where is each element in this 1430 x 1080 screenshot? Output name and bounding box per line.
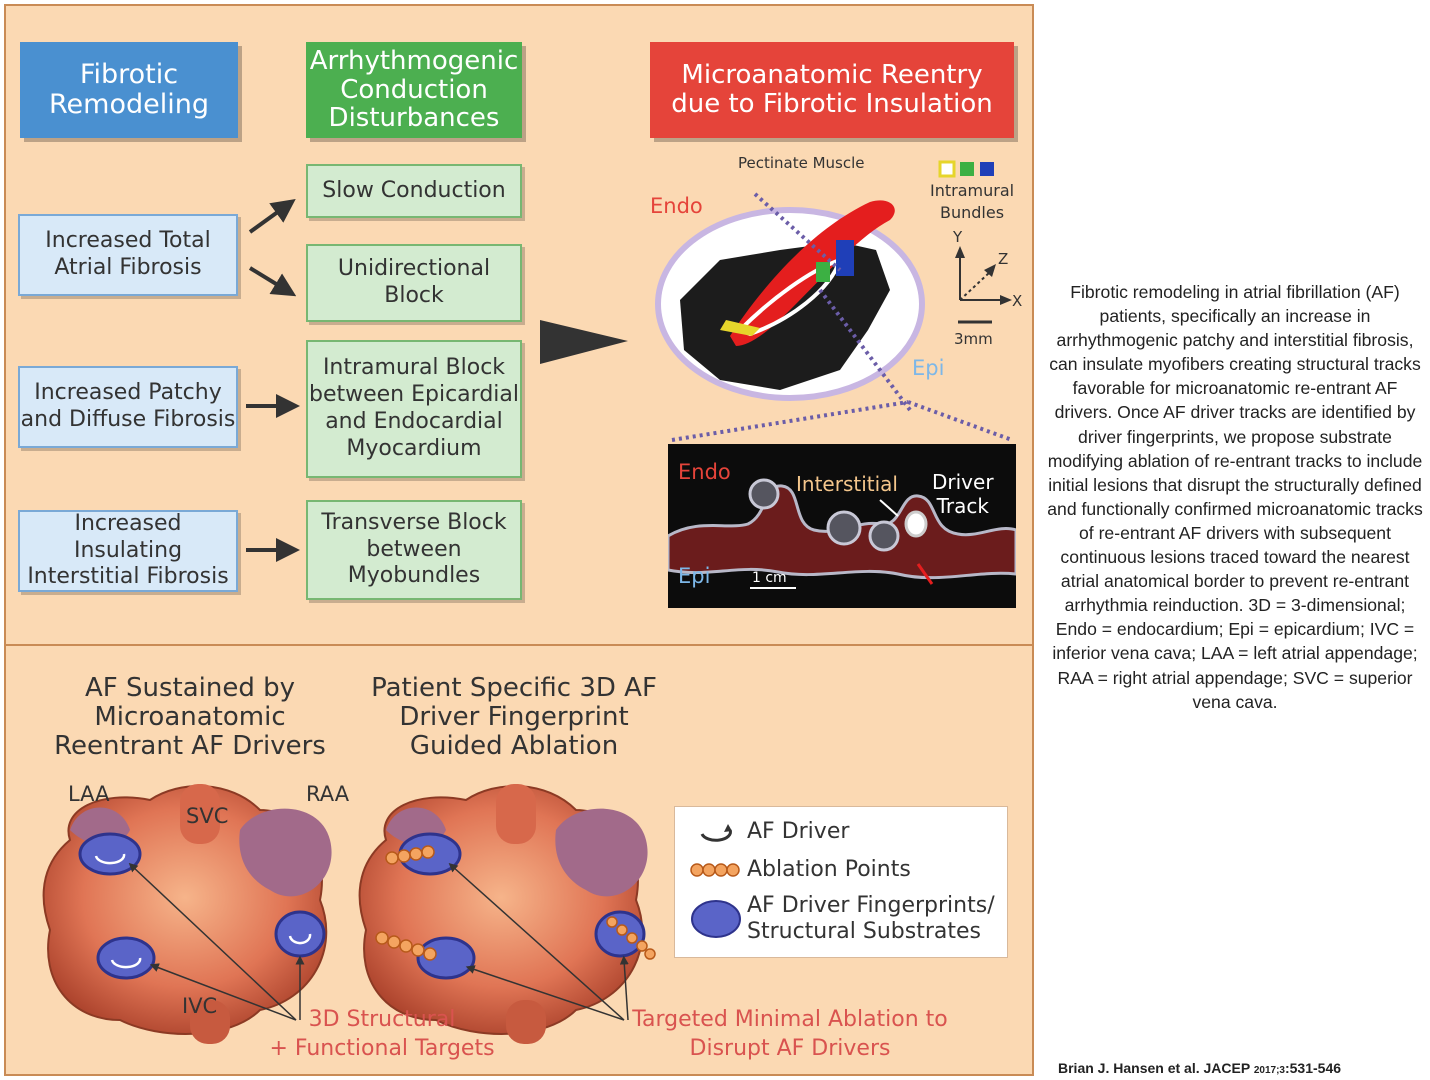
af-driver-icon <box>685 820 747 844</box>
effect-label: Slow Conduction <box>322 177 506 203</box>
citation: Brian J. Hansen et al. JACEP 2017;3:531-… <box>1058 1060 1341 1076</box>
label-histology-scale: 1 cm <box>752 570 787 586</box>
effect-label: Transverse Block between Myobundles <box>321 509 507 589</box>
heart-left <box>42 784 332 1044</box>
effect-box-unidirectional-block: Unidirectional Block <box>306 244 522 322</box>
bundle-blue <box>836 240 854 276</box>
label-endo-3d: Endo <box>650 194 703 218</box>
cause-box-patchy-fibrosis: Increased Patchy and Diffuse Fibrosis <box>18 366 238 448</box>
arrow-up-right <box>248 198 296 234</box>
header-fibrotic-remodeling: Fibrotic Remodeling <box>20 42 238 138</box>
histology-panel <box>668 444 1016 608</box>
effect-label: Unidirectional Block <box>337 256 491 308</box>
cause-box-total-fibrosis: Increased Total Atrial Fibrosis <box>18 214 238 296</box>
legend-box: AF Driver Ablation Points AF Driver Fing… <box>674 806 1008 958</box>
label-raa: RAA <box>306 782 350 806</box>
title-af-sustained: AF Sustained by Microanatomic Reentrant … <box>54 673 326 762</box>
arrow-down-right <box>248 266 297 297</box>
heart-diagrams <box>42 784 656 1044</box>
header-fibrotic-text: Fibrotic Remodeling <box>49 59 209 120</box>
label-ivc: IVC <box>182 994 218 1018</box>
histology-tissue <box>668 478 1016 589</box>
label-axis-y: Y <box>953 228 963 246</box>
legend-row-driver: AF Driver <box>685 819 849 845</box>
header-arrhythmogenic-text: Arrhythmogenic Conduction Disturbances <box>309 46 519 134</box>
legend-square-blue <box>980 162 994 176</box>
cause-label: Increased Patchy and Diffuse Fibrosis <box>20 380 236 432</box>
driver-left-upper <box>78 832 142 876</box>
label-laa: LAA <box>68 782 110 806</box>
flow-arrows <box>246 198 628 562</box>
raa-appendage <box>239 808 332 897</box>
cause-box-interstitial-fibrosis: Increased Insulating Interstitial Fibros… <box>18 510 238 592</box>
cause-label: Increased Total Atrial Fibrosis <box>45 228 211 280</box>
bundle-yellow <box>720 320 760 336</box>
legend-row-ablation: Ablation Points <box>685 857 911 883</box>
driver-left-lower <box>96 936 156 980</box>
effect-box-slow-conduction: Slow Conduction <box>306 164 522 218</box>
label-epi-3d: Epi <box>912 356 945 380</box>
legend-label-fingerprints: AF Driver Fingerprints/ Structural Subst… <box>747 893 995 945</box>
citation-authors: Brian J. Hansen et al. JACEP <box>1058 1060 1250 1076</box>
header-arrhythmogenic: Arrhythmogenic Conduction Disturbances <box>306 42 522 138</box>
label-target-left: 3D Structural + Functional Targets <box>269 1007 495 1061</box>
label-target-right: Targeted Minimal Ablation to Disrupt AF … <box>632 1007 948 1061</box>
label-endo-histology: Endo <box>678 460 731 484</box>
legend-label-ablation: Ablation Points <box>747 857 911 882</box>
bundle-green <box>816 262 830 282</box>
ablation-points <box>375 845 656 961</box>
atrial-3d-model <box>655 160 1012 412</box>
driver-right <box>274 910 326 958</box>
citation-year: 2017;3 <box>1253 1065 1285 1076</box>
cause-label: Increased Insulating Interstitial Fibros… <box>27 510 229 590</box>
label-driver-track: Driver Track <box>932 470 994 518</box>
label-pectinate-muscle: Pectinate Muscle <box>738 154 865 172</box>
header-microanatomic-text: Microanatomic Reentry due to Fibrotic In… <box>671 60 993 119</box>
effect-box-transverse-block: Transverse Block between Myobundles <box>306 500 522 600</box>
title-patient-specific: Patient Specific 3D AF Driver Fingerprin… <box>371 673 657 762</box>
axis-z <box>959 271 991 301</box>
label-svc: SVC <box>186 804 229 828</box>
heart-right <box>358 784 656 1044</box>
label-axis-x: X <box>1012 292 1023 310</box>
big-arrow <box>540 320 628 364</box>
legend-label-driver: AF Driver <box>747 819 850 844</box>
label-epi-histology: Epi <box>678 564 711 588</box>
legend-square-yellow <box>938 160 956 178</box>
label-intramural-bundles: Intramural Bundles <box>930 181 1015 222</box>
figure-caption: Fibrotic remodeling in atrial fibrillati… <box>1047 282 1423 712</box>
driver-track-marker <box>904 510 928 538</box>
label-axis-z: Z <box>998 250 1009 268</box>
citation-pages: :531-546 <box>1284 1060 1342 1076</box>
histology-connector <box>671 400 1013 442</box>
effect-box-intramural-block: Intramural Block between Epicardial and … <box>306 340 522 478</box>
legend-square-green <box>960 162 974 176</box>
label-interstitial: Interstitial <box>796 472 898 496</box>
label-scale-3mm: 3mm <box>954 330 993 348</box>
ablation-points-icon <box>685 860 747 880</box>
effect-label: Intramural Block between Epicardial and … <box>308 355 519 461</box>
header-microanatomic: Microanatomic Reentry due to Fibrotic In… <box>650 42 1014 138</box>
dotted-line-pectinate <box>753 192 842 272</box>
fingerprint-ellipse-icon <box>685 897 747 941</box>
panel-divider <box>4 644 1034 646</box>
legend-row-fingerprints: AF Driver Fingerprints/ Structural Subst… <box>685 893 995 946</box>
